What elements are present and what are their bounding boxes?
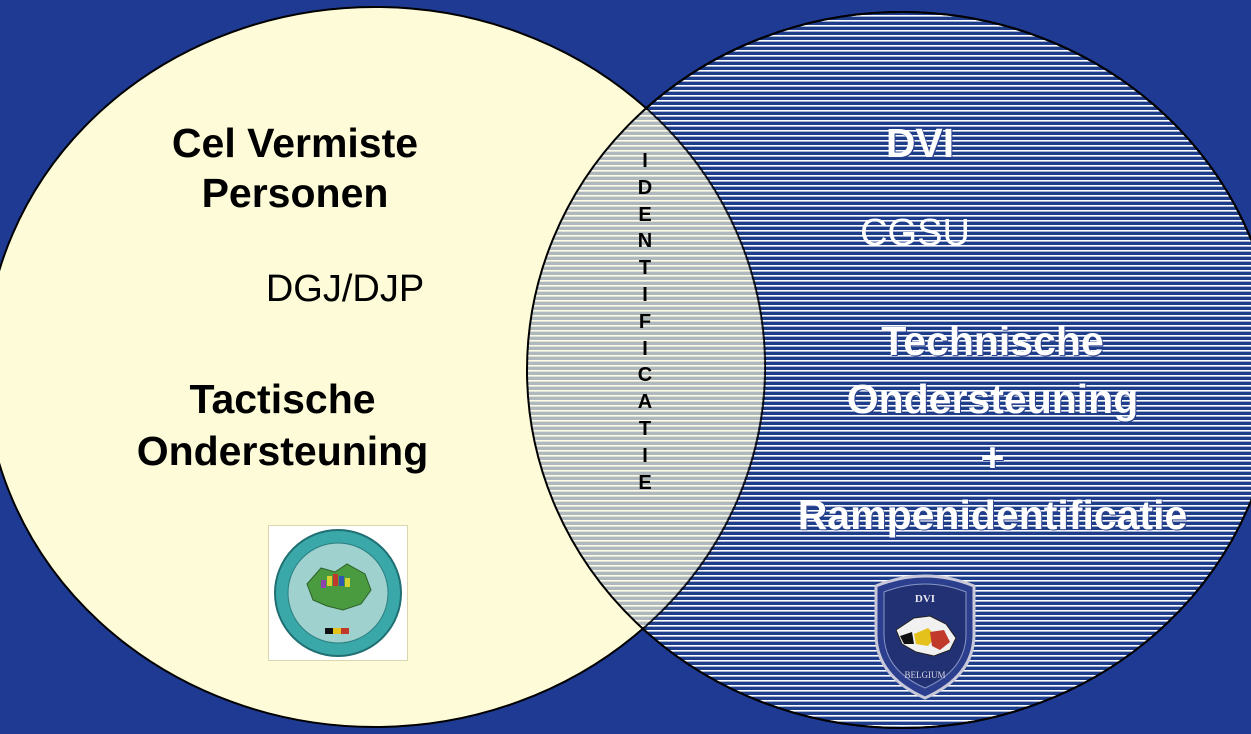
right-circle-role: Technische Ondersteuning + Rampenidentif… xyxy=(740,312,1245,544)
right-role-line-3: Rampenidentificatie xyxy=(797,492,1188,538)
vertical-letter: C xyxy=(637,364,653,387)
left-role-line-1: Tactische xyxy=(189,376,376,422)
vertical-letter: I xyxy=(642,337,648,360)
vertical-letter: I xyxy=(642,283,648,306)
vertical-letter: E xyxy=(638,203,652,226)
vertical-letter: I xyxy=(642,150,648,172)
vertical-letter: T xyxy=(638,257,652,280)
identificatie-vertical-label: I D E N T I F I C A T I E xyxy=(630,148,660,496)
right-role-plus: + xyxy=(980,434,1005,480)
right-circle-title: DVI xyxy=(885,120,955,166)
vertical-letter: T xyxy=(638,417,652,440)
missing-persons-cell-badge-icon xyxy=(268,525,408,661)
vertical-letter: D xyxy=(637,176,653,199)
left-circle-role: Tactische Ondersteuning xyxy=(120,373,445,477)
right-circle-department: CGSU xyxy=(860,212,970,254)
vertical-letter: F xyxy=(638,310,652,333)
vertical-letter: A xyxy=(637,391,653,414)
dvi-shield-top-text: DVI xyxy=(915,593,935,605)
dvi-belgium-shield-icon: DVI BELGIUM xyxy=(870,572,980,707)
left-circle-department: DGJ/DJP xyxy=(265,268,425,310)
left-role-line-2: Ondersteuning xyxy=(136,428,429,474)
vertical-letter: N xyxy=(637,230,653,253)
left-title-line-1: Cel Vermiste xyxy=(171,120,419,166)
vertical-letter: E xyxy=(638,471,652,494)
dvi-shield-bottom-text: BELGIUM xyxy=(905,670,946,680)
left-title-line-2: Personen xyxy=(201,170,389,216)
right-role-line-2: Ondersteuning xyxy=(846,376,1139,422)
vertical-letter: I xyxy=(642,444,648,467)
right-role-line-1: Technische xyxy=(881,318,1104,364)
left-circle-title: Cel Vermiste Personen xyxy=(150,118,440,218)
right-circle-outline xyxy=(526,11,1251,729)
